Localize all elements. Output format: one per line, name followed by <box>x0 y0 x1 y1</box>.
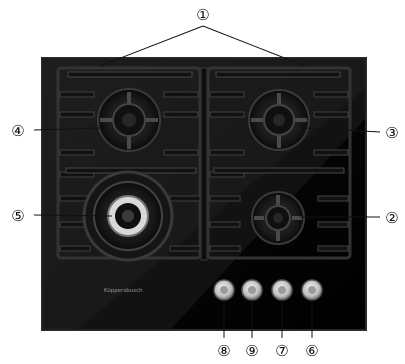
callout-8: ⑧ <box>217 342 230 360</box>
control-knob-7 <box>271 279 293 301</box>
burner-5-wok-bottom-left <box>82 170 174 262</box>
callout-2: ② <box>385 209 398 227</box>
callout-7: ⑦ <box>275 342 288 360</box>
brand-label: Küppersbusch <box>104 288 143 294</box>
callout-leader-lines <box>33 25 381 338</box>
callout-3: ③ <box>385 124 398 142</box>
control-knob-8 <box>213 279 235 301</box>
callout-9: ⑨ <box>245 342 258 360</box>
burner-2-bottom-right <box>251 191 305 245</box>
burner-3-top-right <box>248 89 310 151</box>
pan-support-grates <box>56 66 352 261</box>
callout-5: ⑤ <box>11 207 24 225</box>
callout-1: ① <box>196 6 209 24</box>
control-knob-6 <box>301 279 323 301</box>
burner-4-top-left <box>97 88 161 152</box>
callout-4: ④ <box>11 122 24 140</box>
control-knob-9 <box>241 279 263 301</box>
callout-6: ⑥ <box>305 342 318 360</box>
